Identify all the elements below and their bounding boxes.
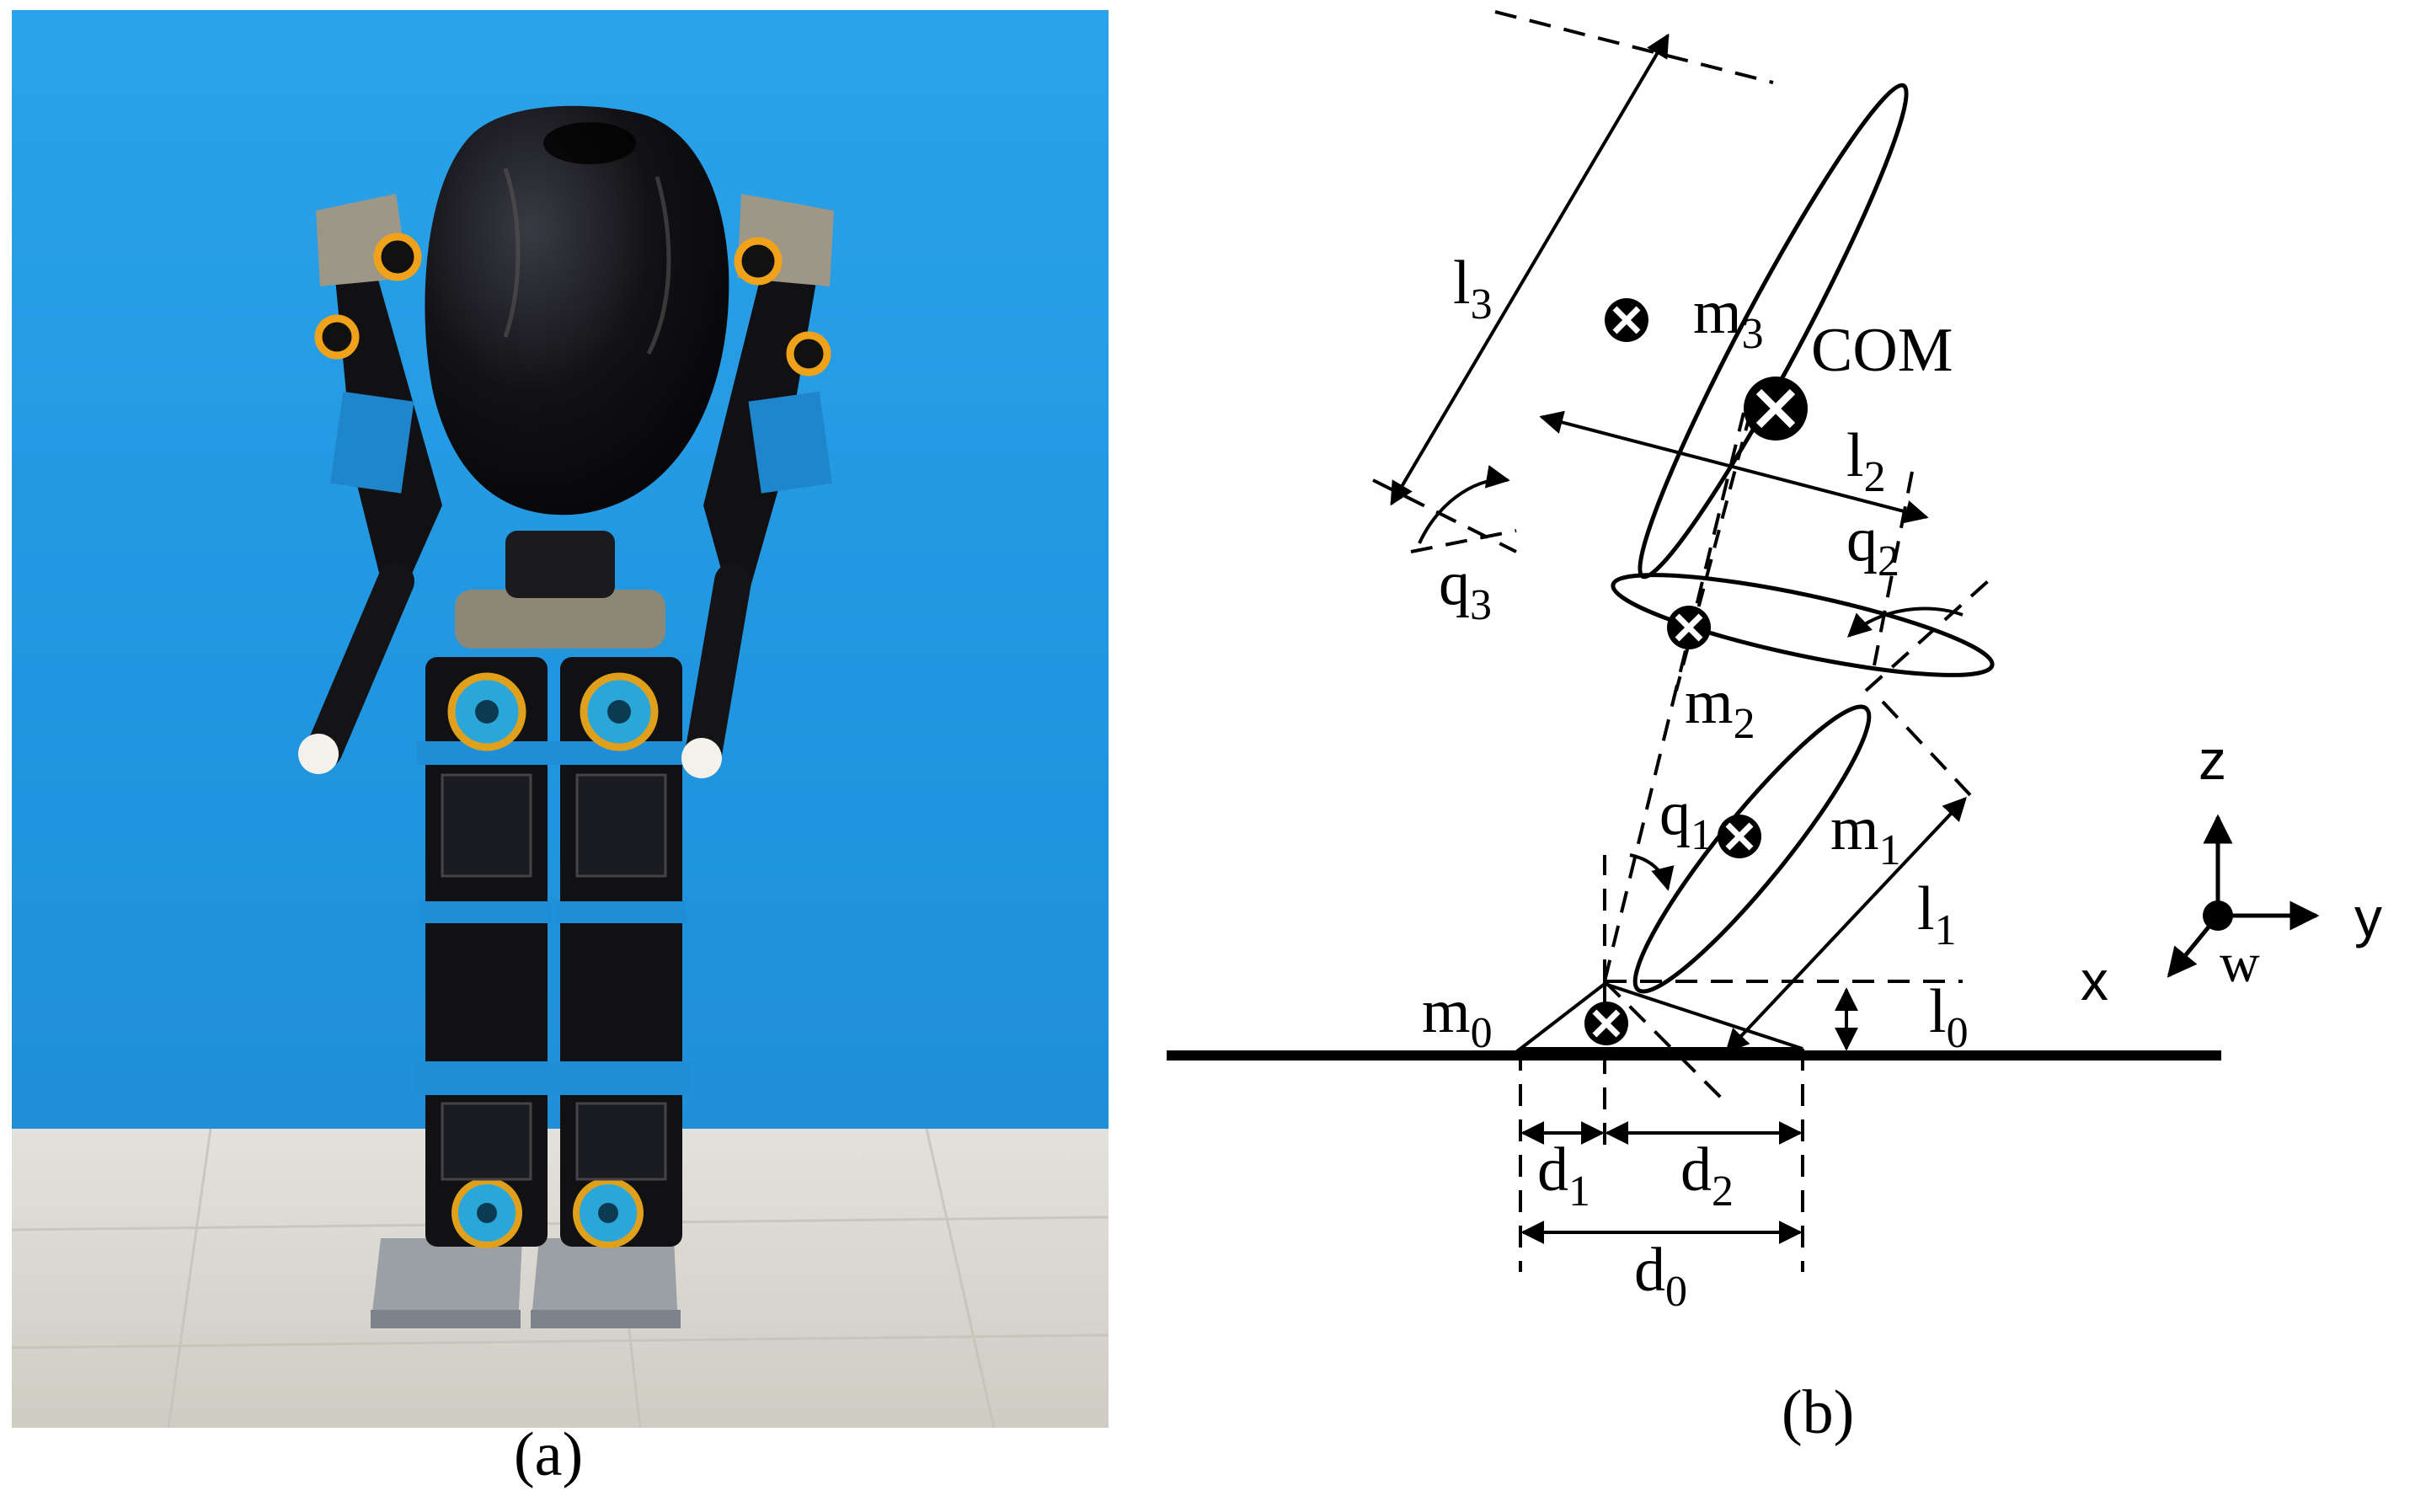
label-d2: d2: [1680, 1135, 1734, 1215]
label-m2: m2: [1685, 668, 1755, 748]
link-2: [1611, 573, 1995, 677]
mass-markers: [1584, 298, 1808, 1045]
l2-arrow: [1539, 410, 1929, 524]
label-d1: d1: [1537, 1135, 1590, 1215]
panel-b: l3 m3 COM l2 q2 q3 m2 q1 m1 l1 m0 l0 d1 …: [1120, 0, 2415, 1512]
label-l2: l2: [1846, 421, 1886, 501]
q3-angle-arc: [1418, 465, 1510, 544]
panel-a: (a): [0, 0, 1120, 1512]
label-m0: m0: [1422, 977, 1493, 1057]
label-q2: q2: [1846, 505, 1899, 585]
arms: [298, 194, 834, 778]
panel-b-caption: (b): [1782, 1378, 1855, 1447]
torso-shell: [425, 105, 729, 516]
kinematic-diagram: l3 m3 COM l2 q2 q3 m2 q1 m1 l1 m0 l0 d1 …: [1167, 10, 2382, 1316]
foot-link: [1515, 981, 1803, 1050]
l3-arrow: [1390, 33, 1670, 506]
feet: [371, 1238, 681, 1328]
label-d0: d0: [1634, 1236, 1687, 1316]
q1-angle-arc: [1629, 853, 1675, 891]
robot-photo: [11, 10, 1109, 1429]
label-m1: m1: [1830, 794, 1901, 874]
label-m3: m3: [1693, 278, 1764, 358]
l1-arrow: [1725, 796, 1967, 1054]
axis-label-z: z: [2199, 729, 2226, 791]
coordinate-frame: [2167, 814, 2320, 978]
pelvis: [455, 590, 665, 649]
label-com: COM: [1811, 316, 1953, 385]
label-l3: l3: [1453, 248, 1493, 329]
label-q3: q3: [1439, 549, 1492, 629]
label-l0: l0: [1929, 977, 1969, 1057]
axis-label-y: y: [2354, 886, 2382, 948]
legs: [414, 657, 692, 1248]
axis-label-w: w: [2220, 932, 2260, 994]
label-l1: l1: [1917, 874, 1957, 954]
axis-label-x: x: [2081, 949, 2108, 1012]
q2-angle-arc: [1846, 606, 1964, 638]
panel-a-caption: (a): [514, 1420, 584, 1489]
link-3: [1638, 83, 1909, 580]
label-q1: q1: [1659, 779, 1712, 859]
